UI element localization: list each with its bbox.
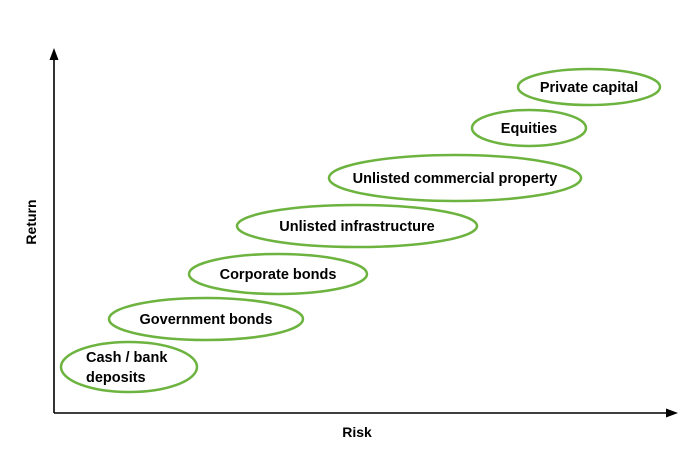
bubble-outline <box>235 203 479 249</box>
bubble-private-capital: Private capital <box>516 67 662 107</box>
bubble-label: Corporate bonds <box>220 267 337 283</box>
bubble-label: Private capital <box>540 80 638 96</box>
bubble-unlisted-commercial-property: Unlisted commercial property <box>327 153 583 203</box>
bubble-label: Unlisted infrastructure <box>279 219 435 235</box>
bubble-unlisted-infrastructure: Unlisted infrastructure <box>235 203 479 249</box>
x-axis-arrow-icon <box>666 408 678 418</box>
bubble-equities: Equities <box>470 108 588 148</box>
bubble-label: Equities <box>501 121 557 137</box>
bubble-outline <box>187 252 369 296</box>
x-axis-label: Risk <box>342 424 372 440</box>
bubble-label: Cash / bank <box>86 350 168 366</box>
bubble-cash-bank-deposits: Cash / bank deposits <box>59 340 199 394</box>
bubble-corporate-bonds: Corporate bonds <box>187 252 369 296</box>
bubble-label: Government bonds <box>140 312 273 328</box>
bubble-outline <box>327 153 583 203</box>
y-axis-arrow-icon <box>49 48 59 60</box>
bubble-outline <box>470 108 588 148</box>
y-axis-label: Return <box>23 199 39 244</box>
bubble-label: deposits <box>86 370 146 386</box>
bubble-label: Unlisted commercial property <box>353 171 558 187</box>
bubbles-layer: Cash / bank deposits Government bonds Corpo… <box>59 67 662 394</box>
bubble-outline <box>59 340 199 394</box>
bubble-outline <box>516 67 662 107</box>
bubble-government-bonds: Government bonds <box>107 296 305 342</box>
bubble-outline <box>107 296 305 342</box>
